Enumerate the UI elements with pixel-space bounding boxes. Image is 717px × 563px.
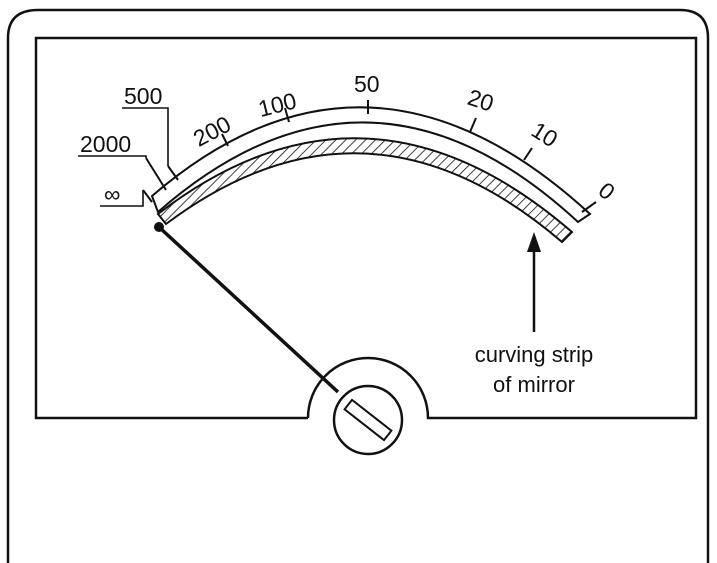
needle	[158, 226, 340, 394]
label-10: 10	[527, 117, 562, 153]
leader-2000	[78, 155, 147, 158]
dial-face	[34, 36, 698, 420]
leader-infinity	[100, 190, 144, 207]
tick-2000	[145, 157, 167, 191]
label-500: 500	[124, 83, 162, 109]
tick-infinity	[142, 189, 153, 203]
leader-500	[122, 107, 169, 166]
label-20: 20	[465, 84, 497, 117]
annotation-line-2: of mirror	[493, 372, 575, 397]
needle-tip-dot	[154, 222, 164, 232]
tick-10	[523, 147, 533, 161]
mirror-strip	[156, 137, 574, 244]
screw-slot	[343, 398, 393, 442]
tick-200	[221, 133, 229, 147]
annotation-arrow-head	[527, 232, 541, 252]
tick-0	[581, 201, 597, 213]
label-0: 0	[594, 177, 621, 205]
label-leaders	[78, 107, 169, 207]
tick-500	[167, 165, 179, 181]
scale-arc-band	[150, 106, 592, 224]
annotation-line-1: curving strip	[475, 342, 594, 367]
label-infinity: ∞	[104, 181, 120, 207]
label-2000: 2000	[80, 131, 131, 157]
label-50: 50	[354, 71, 380, 97]
tick-20	[469, 117, 477, 133]
meter-housing	[6, 8, 710, 563]
tick-100	[284, 107, 290, 123]
scale-ticks	[142, 100, 597, 213]
